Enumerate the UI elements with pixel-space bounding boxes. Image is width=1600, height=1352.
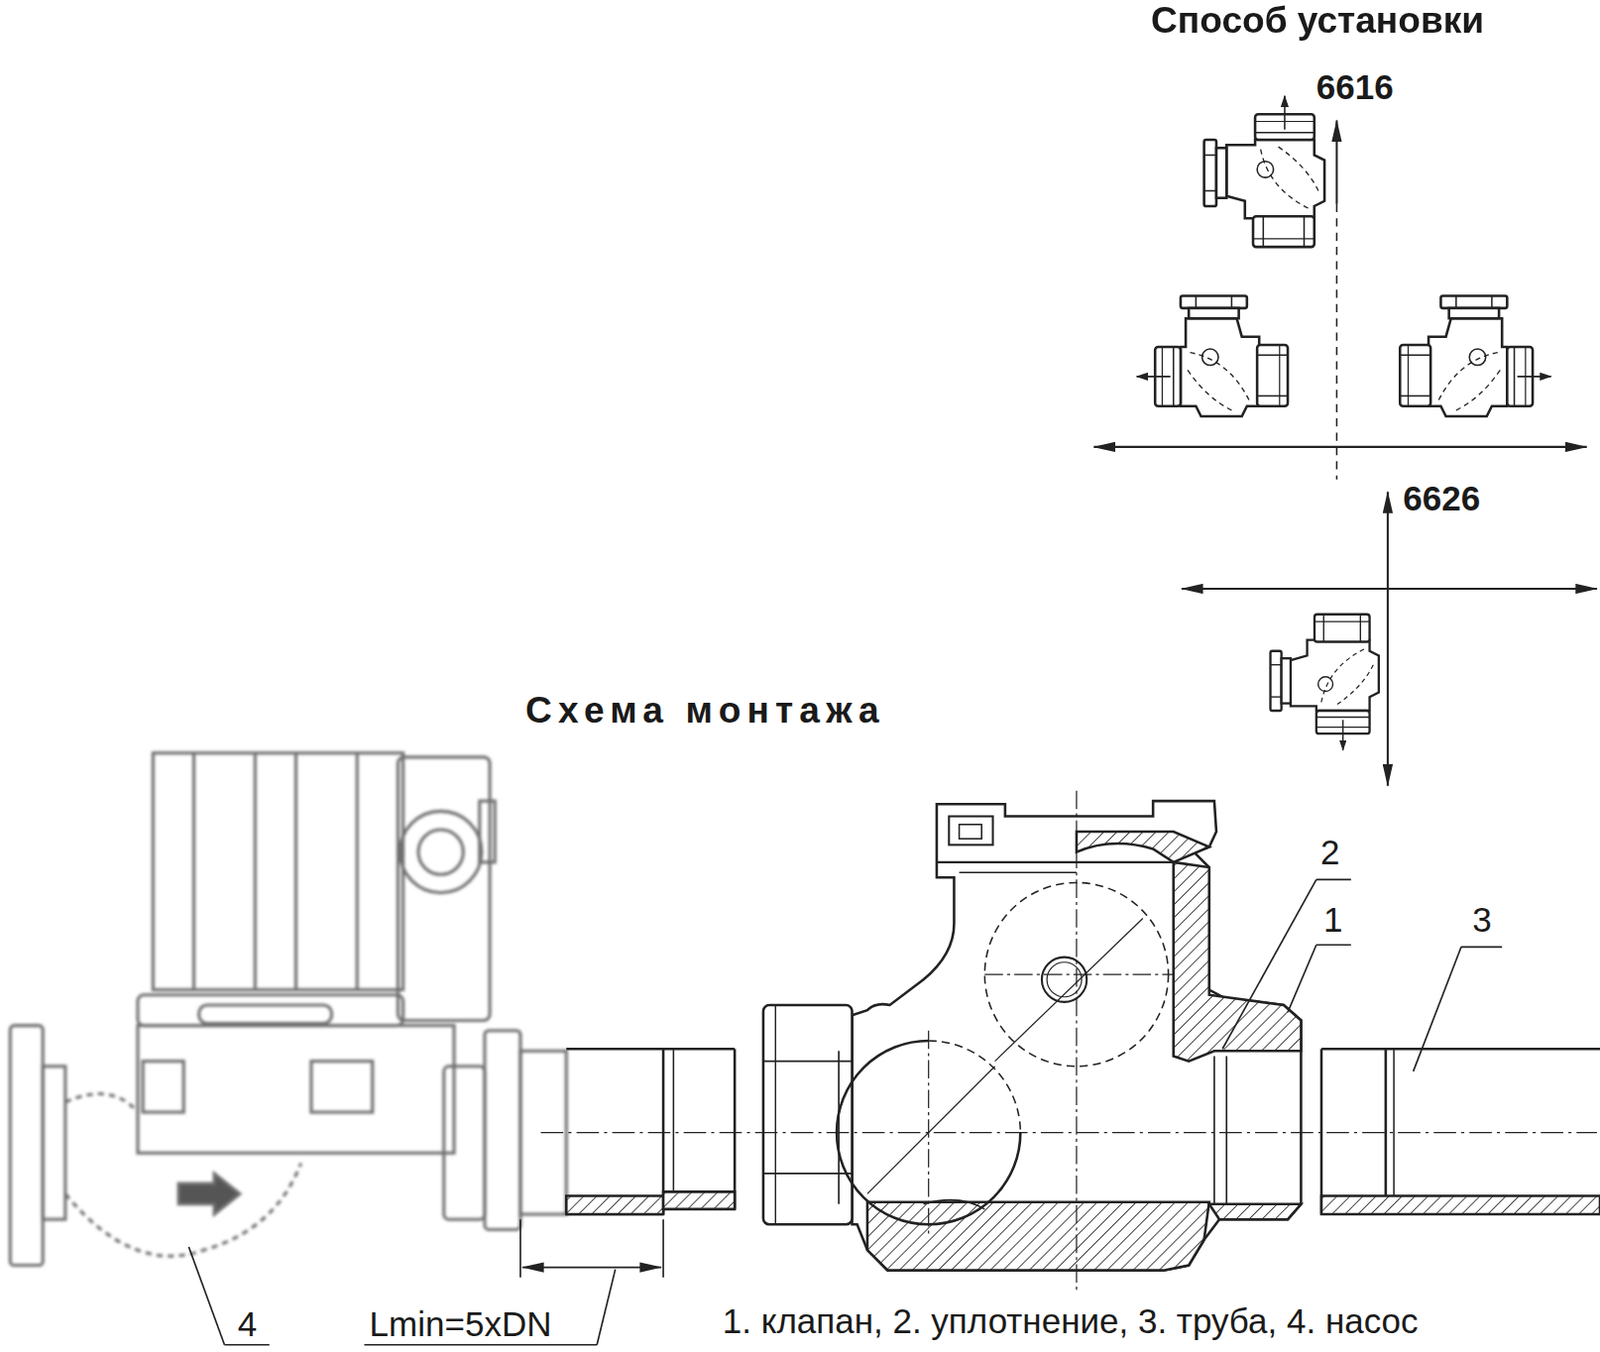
drawing-stroke bbox=[1075, 791, 1077, 1291]
drawing-stroke bbox=[948, 816, 993, 846]
drawing-stroke bbox=[253, 753, 257, 991]
drawing-stroke bbox=[1320, 1048, 1324, 1215]
drawing-stroke bbox=[355, 753, 359, 991]
drawing-stroke bbox=[1173, 862, 1302, 1062]
drawing-stroke bbox=[137, 1026, 455, 1154]
drawing-stroke bbox=[522, 1266, 662, 1269]
drawing-stroke bbox=[418, 829, 463, 875]
drawing-stroke bbox=[1392, 1048, 1395, 1199]
drawing-stroke bbox=[192, 753, 196, 991]
parts-legend: 1. клапан, 2. уплотнение, 3. труба, 4. н… bbox=[722, 1304, 1419, 1340]
drawing-stroke bbox=[484, 1030, 521, 1231]
drawing-stroke bbox=[995, 917, 1143, 1061]
drawing-stroke bbox=[399, 810, 481, 893]
drawing-stroke bbox=[1384, 1048, 1388, 1215]
drawing-stroke bbox=[152, 753, 403, 991]
drawing-stroke bbox=[1093, 446, 1587, 449]
drawing-stroke bbox=[1321, 1047, 1600, 1051]
drawing-stroke bbox=[9, 1026, 43, 1266]
drawing-stroke bbox=[65, 1163, 302, 1258]
drawing-stroke bbox=[137, 995, 404, 1027]
section-heading: Способ установки bbox=[1150, 1, 1485, 39]
callout-number: 2 bbox=[1320, 834, 1340, 870]
drawing-stroke bbox=[1222, 879, 1317, 1049]
drawing-stroke bbox=[1287, 944, 1317, 1013]
drawing-stroke bbox=[867, 1202, 1210, 1271]
drawing-stroke bbox=[1335, 119, 1338, 204]
drawing-stroke bbox=[363, 1344, 597, 1347]
drawing-stroke bbox=[224, 1344, 269, 1347]
drawing-stroke bbox=[1336, 204, 1339, 480]
drawing-stroke bbox=[662, 1048, 666, 1215]
drawing-stroke bbox=[1213, 1055, 1216, 1204]
drawing-stroke bbox=[1204, 96, 1325, 247]
drawing-stroke bbox=[566, 1195, 664, 1215]
drawing-stroke bbox=[42, 1066, 66, 1220]
drawing-stroke bbox=[959, 871, 1077, 874]
drawing-stroke bbox=[1321, 1195, 1600, 1215]
model-number: 6616 bbox=[1316, 69, 1394, 105]
drawing-stroke bbox=[775, 1005, 777, 1225]
drawing-stroke bbox=[519, 1219, 522, 1278]
dimension-label: Lmin=5xDN bbox=[369, 1306, 553, 1342]
drawing-stroke bbox=[1386, 491, 1389, 786]
callout-number: 1 bbox=[1323, 902, 1343, 937]
drawing-stroke bbox=[1413, 946, 1462, 1072]
axis-line bbox=[541, 1132, 1598, 1134]
callout-number: 3 bbox=[1472, 902, 1491, 937]
drawing-stroke bbox=[936, 861, 1174, 864]
drawing-stroke bbox=[188, 1247, 225, 1346]
drawing-stroke bbox=[663, 1191, 735, 1210]
pump-illustration bbox=[9, 753, 567, 1266]
drawing-stroke bbox=[479, 800, 495, 863]
drawing-stroke bbox=[1316, 943, 1352, 946]
drawing-stroke bbox=[1137, 296, 1288, 417]
drawing-stroke bbox=[65, 1094, 138, 1114]
drawing-stroke bbox=[867, 1066, 996, 1195]
model-number: 6626 bbox=[1402, 480, 1481, 516]
section-heading: Схема монтажа bbox=[525, 691, 886, 729]
drawing-stroke bbox=[662, 1219, 665, 1278]
drawing-stroke bbox=[444, 1066, 485, 1220]
drawing-stroke bbox=[566, 1047, 735, 1051]
drawing-stroke bbox=[142, 1061, 184, 1113]
drawing-stroke bbox=[1225, 1055, 1228, 1204]
drawing-stroke bbox=[984, 973, 1173, 975]
drawing-stroke bbox=[199, 1005, 333, 1025]
drawing-stroke bbox=[673, 1048, 676, 1210]
drawing-stroke bbox=[1399, 296, 1551, 417]
drawing-stroke bbox=[596, 1269, 616, 1346]
drawing-stroke bbox=[1076, 831, 1210, 863]
drawing-stroke bbox=[733, 1048, 737, 1210]
installation-scheme bbox=[1093, 96, 1597, 787]
drawing-stroke bbox=[1461, 945, 1502, 948]
drawing-stroke bbox=[311, 1061, 373, 1113]
drawing-stroke bbox=[1270, 614, 1379, 751]
drawing-stroke bbox=[837, 1050, 840, 1204]
callout-number: 4 bbox=[237, 1306, 257, 1342]
drawing-stroke bbox=[1316, 879, 1352, 882]
check-valve-section bbox=[763, 791, 1301, 1291]
drawing-stroke bbox=[397, 757, 490, 1022]
drawing-stroke bbox=[959, 824, 983, 839]
drawing-stroke bbox=[178, 1173, 240, 1215]
drawing-stroke bbox=[1209, 1204, 1302, 1220]
drawing-stroke bbox=[1181, 587, 1598, 590]
drawing-stroke bbox=[923, 1200, 986, 1210]
drawing-stroke bbox=[294, 753, 298, 991]
dimension-leaders bbox=[188, 879, 1502, 1345]
